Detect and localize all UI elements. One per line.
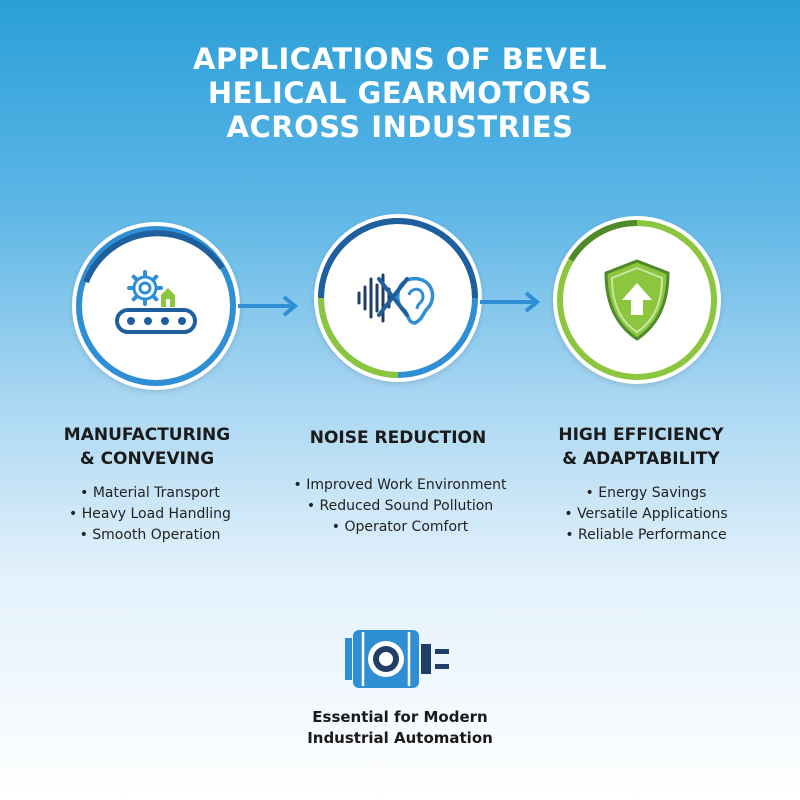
manufacturing-title-line-2: & CONVEVING <box>79 449 215 469</box>
arrow-right-icon <box>238 295 299 317</box>
page-title: APPLICATIONS OF BEVEL HELICAL GEARMOTORS… <box>0 42 800 144</box>
title-line-3: ACROSS INDUSTRIES <box>226 110 574 144</box>
noise-reduction-title: NOISE REDUCTION <box>278 426 518 450</box>
title-line-2: HELICAL GEARMOTORS <box>207 76 593 110</box>
list-item: Smooth Operation <box>30 525 270 546</box>
high-efficiency-bullet-list: Energy Savings Versatile Applications Re… <box>526 483 766 546</box>
high-efficiency-title-line-1: HIGH EFFICIENCY <box>558 425 724 445</box>
noise-reduction-title-line-1: NOISE REDUCTION <box>309 428 487 448</box>
motor-icon <box>345 630 449 688</box>
manufacturing-ring <box>76 226 236 386</box>
high-efficiency-title-line-2: & ADAPTABILITY <box>562 449 720 469</box>
list-item: Operator Comfort <box>280 517 520 538</box>
list-item: Improved Work Environment <box>280 475 520 496</box>
list-item: Energy Savings <box>526 483 766 504</box>
footer-caption: Essential for Modern Industrial Automati… <box>250 707 550 749</box>
manufacturing-bullet-list: Material Transport Heavy Load Handling S… <box>30 483 270 546</box>
manufacturing-circle <box>72 222 240 390</box>
high-efficiency-circle <box>553 216 721 384</box>
manufacturing-title: MANUFACTURING & CONVEVING <box>27 423 267 471</box>
gear-conveyor-icon <box>115 270 197 334</box>
list-item: Reduced Sound Pollution <box>280 496 520 517</box>
list-item: Heavy Load Handling <box>30 504 270 525</box>
footer-line-1: Essential for Modern <box>312 708 488 726</box>
noise-reduction-ring <box>318 218 478 378</box>
noise-reduction-circle <box>314 214 482 382</box>
list-item: Versatile Applications <box>526 504 766 525</box>
arrow-right-icon <box>480 291 541 313</box>
noise-reduction-bullet-list: Improved Work Environment Reduced Sound … <box>280 475 520 538</box>
manufacturing-title-line-1: MANUFACTURING <box>63 425 231 445</box>
shield-arrow-icon <box>604 259 670 341</box>
title-line-1: APPLICATIONS OF BEVEL <box>193 42 607 76</box>
footer-line-2: Industrial Automation <box>307 729 493 747</box>
list-item: Material Transport <box>30 483 270 504</box>
noise-reduction-ear-icon <box>357 273 435 325</box>
high-efficiency-title: HIGH EFFICIENCY & ADAPTABILITY <box>521 423 761 471</box>
list-item: Reliable Performance <box>526 525 766 546</box>
high-efficiency-ring <box>557 219 717 380</box>
